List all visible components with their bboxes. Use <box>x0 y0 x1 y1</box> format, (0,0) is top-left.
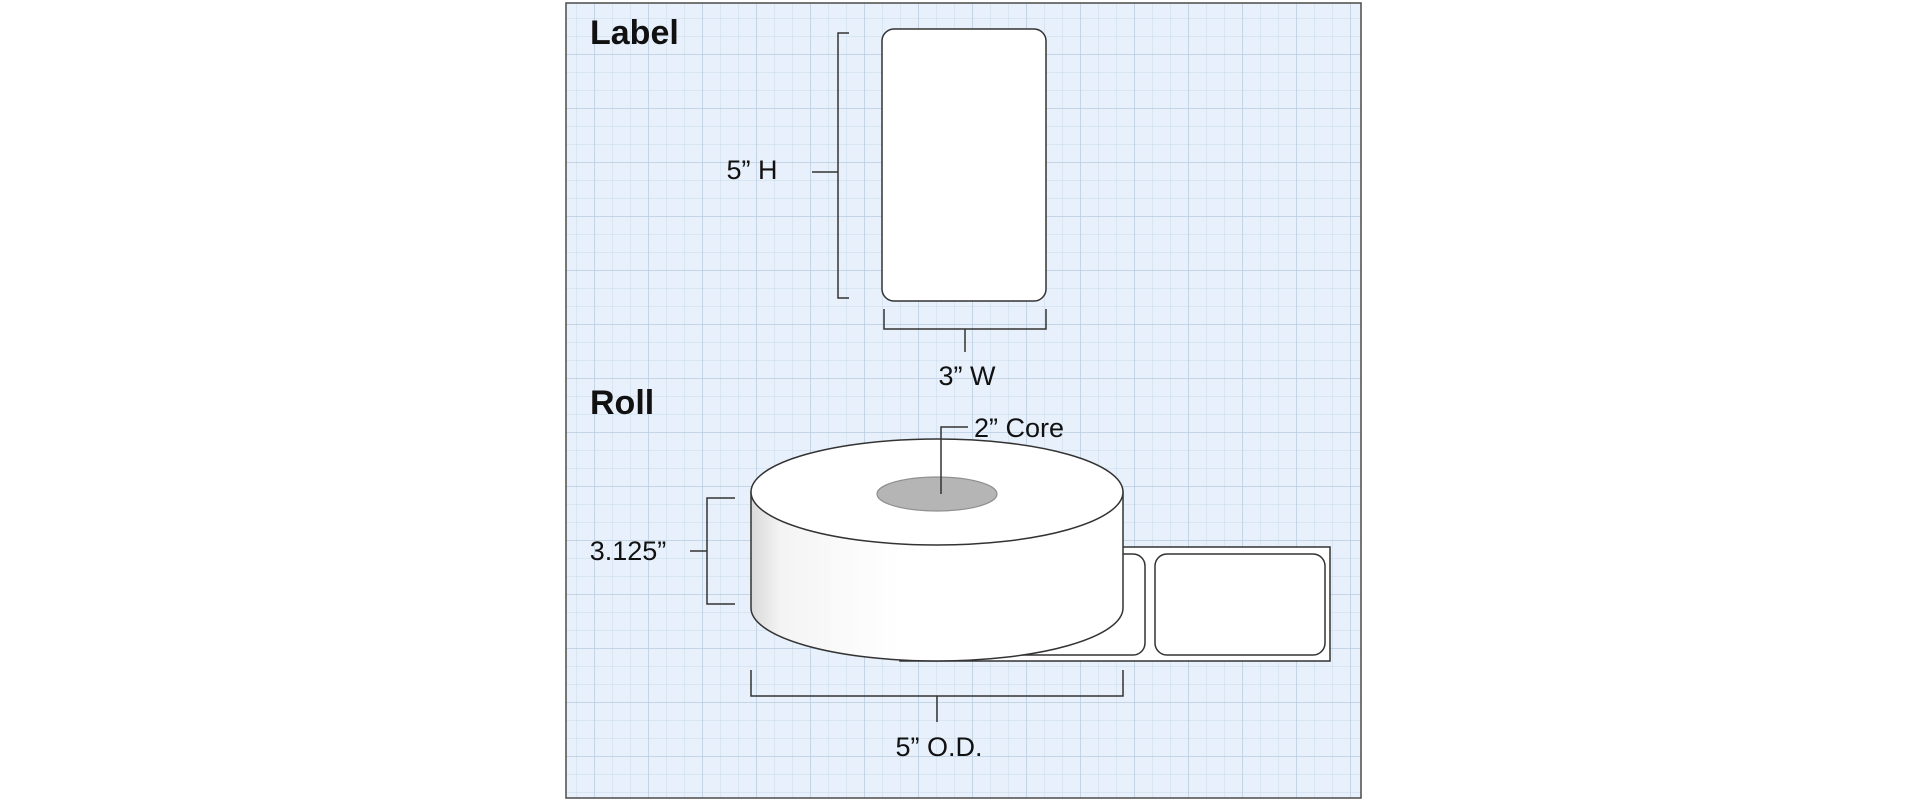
core-size-value: 2” Core <box>974 413 1064 443</box>
roll-heading: Roll <box>590 384 654 422</box>
outer-diameter-bracket <box>750 670 1124 722</box>
roll-width-value: 3.125” <box>590 536 667 566</box>
label-height-bracket <box>812 32 849 299</box>
roll-width-bracket <box>690 497 735 605</box>
core-leader-line <box>940 426 968 494</box>
outer-diameter-value: 5” O.D. <box>895 732 982 762</box>
label-heading: Label <box>590 14 679 52</box>
label-shape <box>881 28 1047 302</box>
roll-label-2 <box>1154 553 1326 656</box>
label-width-bracket <box>883 309 1047 352</box>
diagram-border <box>565 2 1362 799</box>
label-width-value: 3” W <box>939 361 997 391</box>
label-height-value: 5” H <box>726 155 777 185</box>
roll-core <box>876 476 998 512</box>
